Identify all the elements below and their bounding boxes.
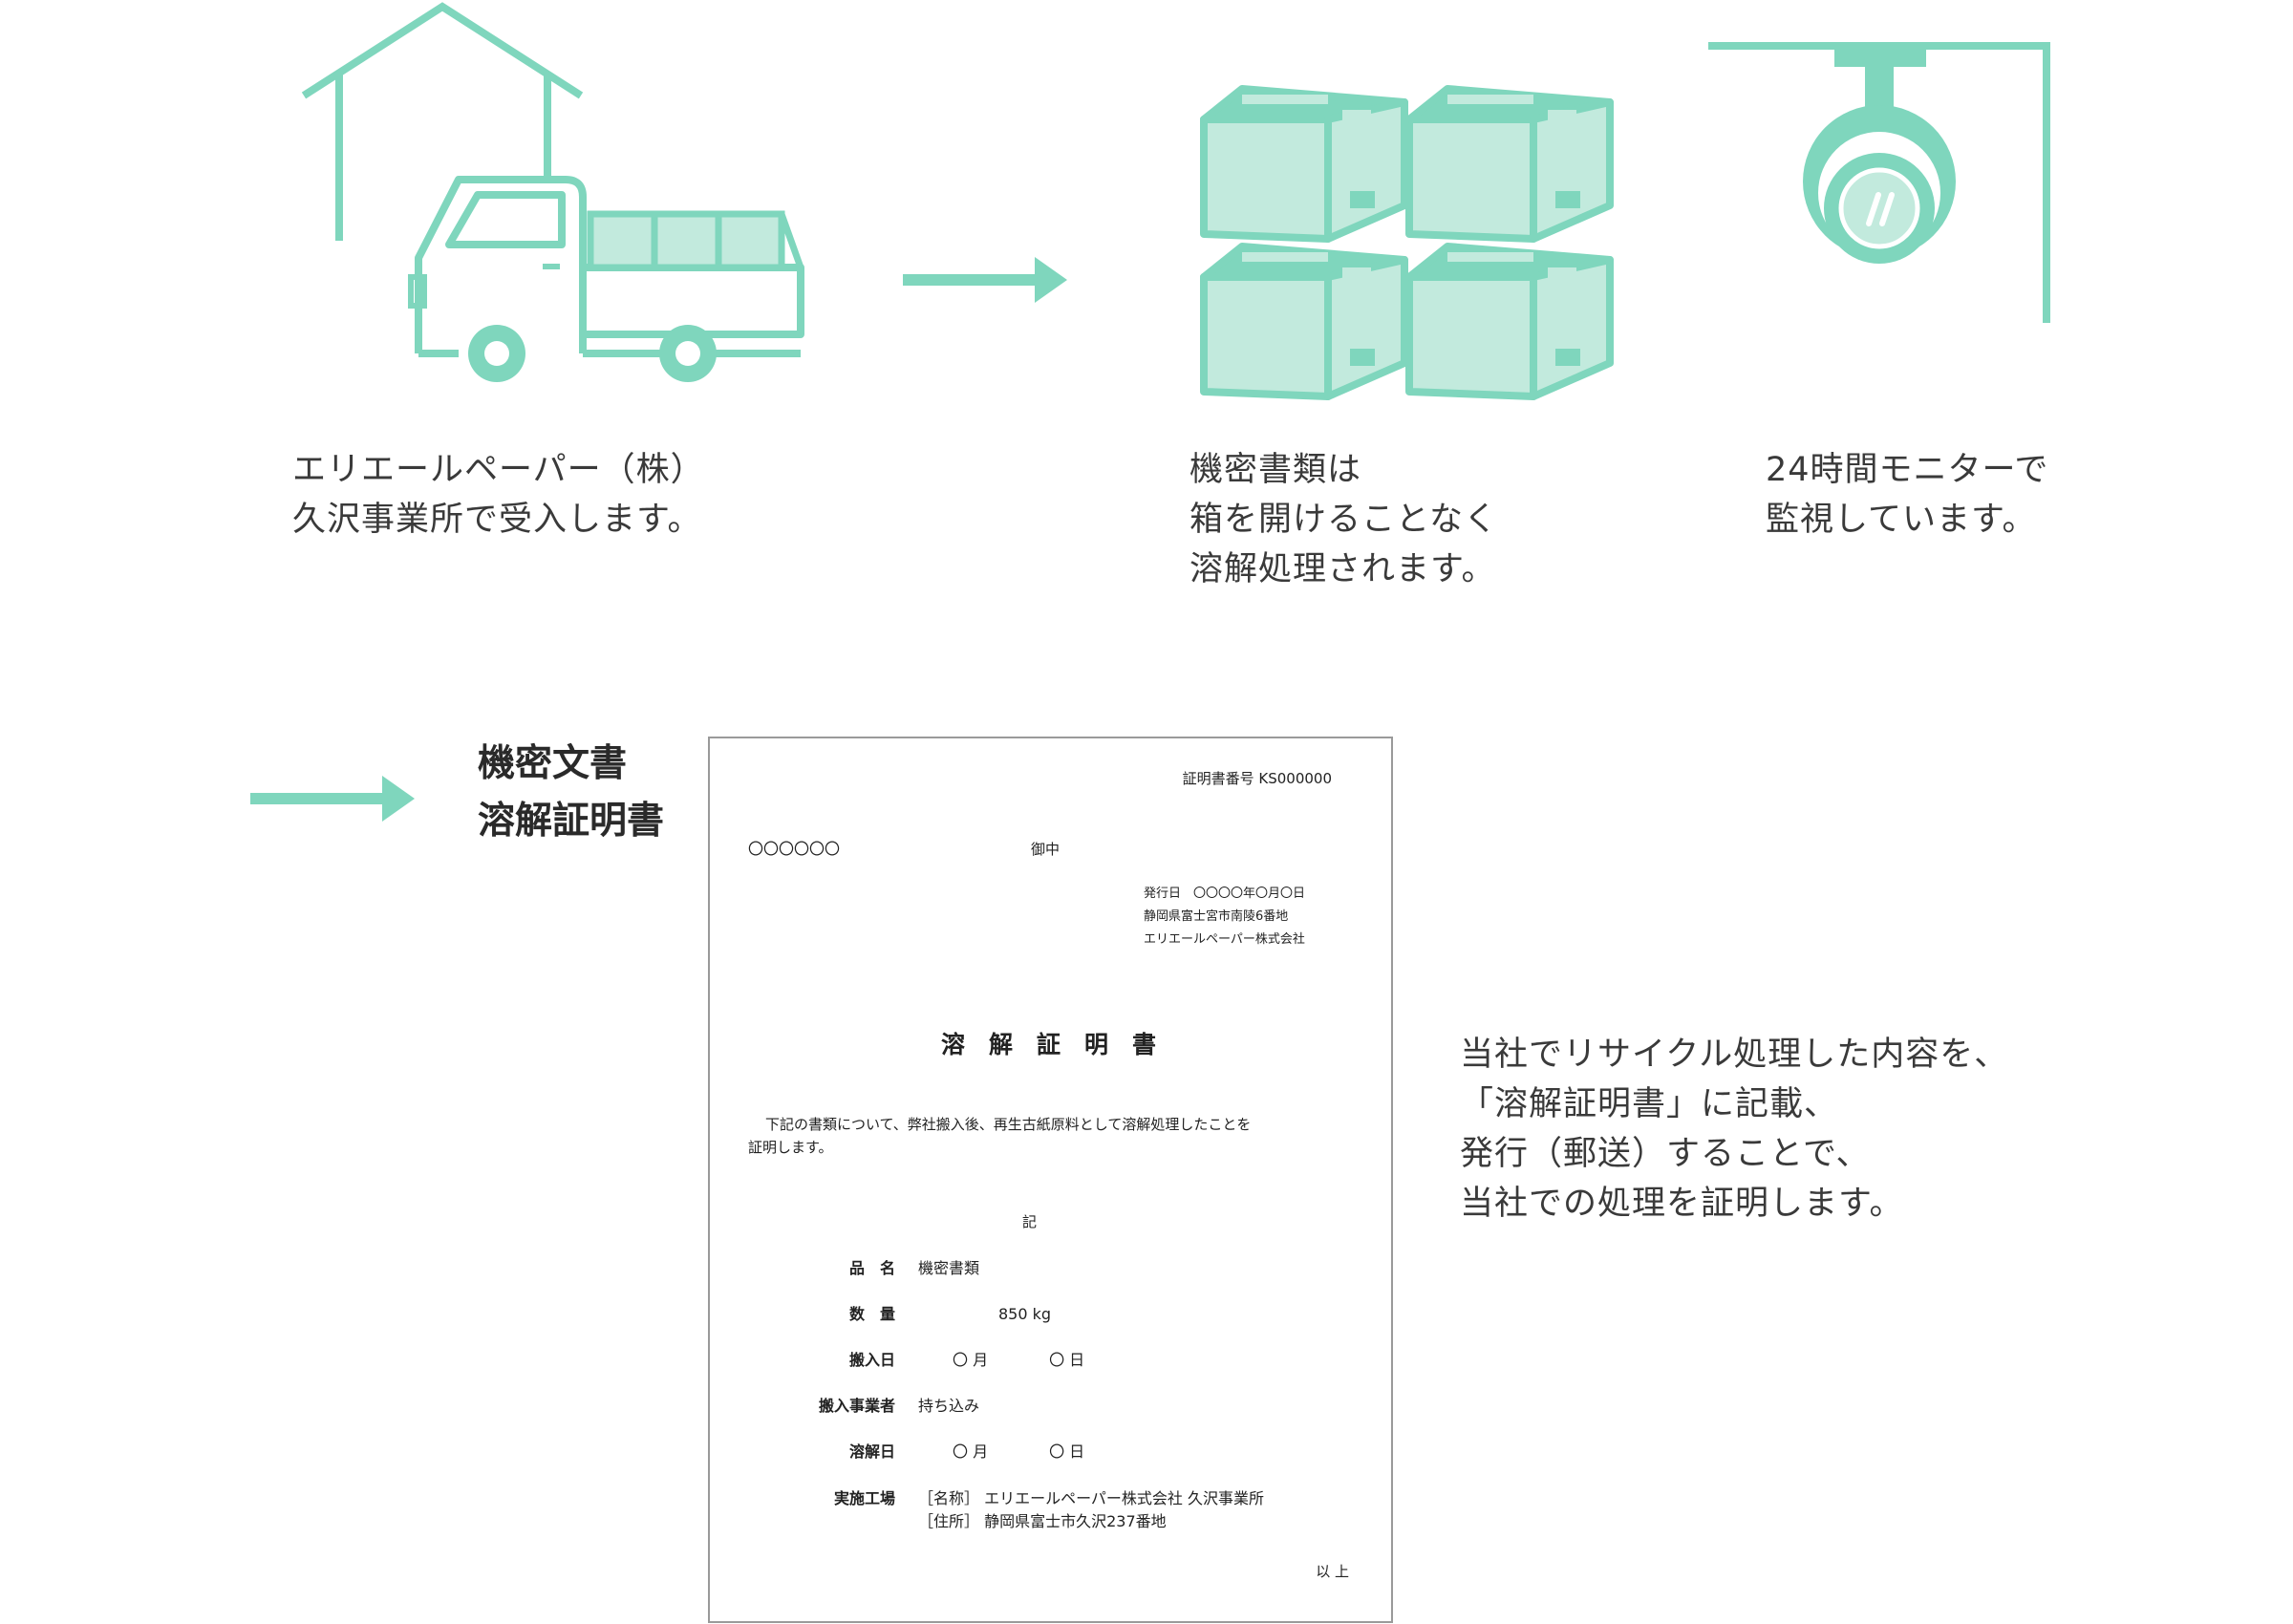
description-line: 「溶解証明書」に記載、 <box>1460 1085 1839 1123</box>
issue-date: 発行日 〇〇〇〇年〇月〇日 <box>1144 887 1306 901</box>
honorific: 御中 <box>1031 841 1061 858</box>
description-line: 発行（郵送）することで、 <box>1460 1135 1871 1173</box>
certificate-description: 当社でリサイクル処理した内容を、 「溶解証明書」に記載、 発行（郵送）することで… <box>1460 1030 2008 1229</box>
document-heading: 溶解証明書 <box>930 1031 1168 1059</box>
description-line: 当社での処理を証明します。 <box>1460 1185 1904 1223</box>
heading-char: 証 <box>1036 1031 1061 1058</box>
description-line: 当社でリサイクル処理した内容を、 <box>1460 1036 2009 1074</box>
row-value: 850 kg <box>998 1305 1052 1323</box>
closing: 以 上 <box>1316 1563 1349 1580</box>
certificate-title: 機密文書 溶解証明書 <box>478 736 664 850</box>
truck-icon <box>408 176 804 382</box>
caption-line: エリエールペーパー（株） <box>292 451 705 489</box>
step-caption-monitor: 24時間モニターで 監視しています。 <box>1766 445 2048 545</box>
arrow-right-icon <box>903 257 1067 303</box>
row-value: 機密書類 <box>918 1259 980 1277</box>
issuer-company: エリエールペーパー株式会社 <box>1144 932 1305 947</box>
caption-line: 機密書類は <box>1189 451 1362 489</box>
row-label: 品 名 <box>848 1259 895 1277</box>
caption-line: 箱を開けることなく <box>1189 501 1498 539</box>
boxes-icon <box>1200 85 1619 406</box>
row-label: 搬入事業者 <box>818 1397 895 1415</box>
caption-line: 久沢事業所で受入します。 <box>292 501 702 539</box>
caption-line: 24時間モニターで <box>1766 451 2049 489</box>
row-value: ［名称］ エリエールペーパー株式会社 久沢事業所 <box>918 1489 1265 1507</box>
body-line: 下記の書類について、弊社搬入後、再生古紙原料として溶解処理したことを <box>765 1116 1252 1133</box>
heading-char: 明 <box>1083 1031 1109 1058</box>
issuer-address: 静岡県富士宮市南陵6番地 <box>1144 909 1289 924</box>
body-line: 証明します。 <box>748 1139 833 1156</box>
certificate-document: 証明書番号 KS000000 〇〇〇〇〇〇 御中 発行日 〇〇〇〇年〇月〇日 静… <box>708 737 1393 1623</box>
row-label: 実施工場 <box>833 1489 895 1507</box>
heading-char: 溶 <box>940 1031 966 1058</box>
caption-line: 監視しています。 <box>1766 501 2037 539</box>
certificate-title-line: 機密文書 <box>478 742 628 785</box>
arrow-right-icon <box>250 776 415 822</box>
heading-char: 解 <box>988 1031 1014 1058</box>
recipient: 〇〇〇〇〇〇 <box>748 840 841 858</box>
row-label: 数 量 <box>848 1305 895 1323</box>
factory-address: ［住所］ 静岡県富士市久沢237番地 <box>918 1512 1167 1530</box>
certificate-number: 証明書番号 KS000000 <box>1182 770 1332 787</box>
row-label: 搬入日 <box>848 1351 895 1369</box>
security-camera-icon <box>1708 42 2050 323</box>
ki-mark: 記 <box>1022 1213 1038 1230</box>
heading-char: 書 <box>1131 1031 1157 1058</box>
certificate-title-line: 溶解証明書 <box>478 800 665 843</box>
row-value: 持ち込み <box>918 1397 980 1415</box>
row-value: 〇 月 〇 日 <box>953 1351 1085 1369</box>
step-caption-dissolve: 機密書類は 箱を開けることなく 溶解処理されます。 <box>1189 445 1498 594</box>
house-icon <box>301 2 584 241</box>
caption-line: 溶解処理されます。 <box>1189 550 1496 588</box>
row-label: 溶解日 <box>848 1442 895 1461</box>
step-caption-receive: エリエールペーパー（株） 久沢事業所で受入します。 <box>292 445 705 545</box>
row-value: 〇 月 〇 日 <box>953 1442 1085 1461</box>
